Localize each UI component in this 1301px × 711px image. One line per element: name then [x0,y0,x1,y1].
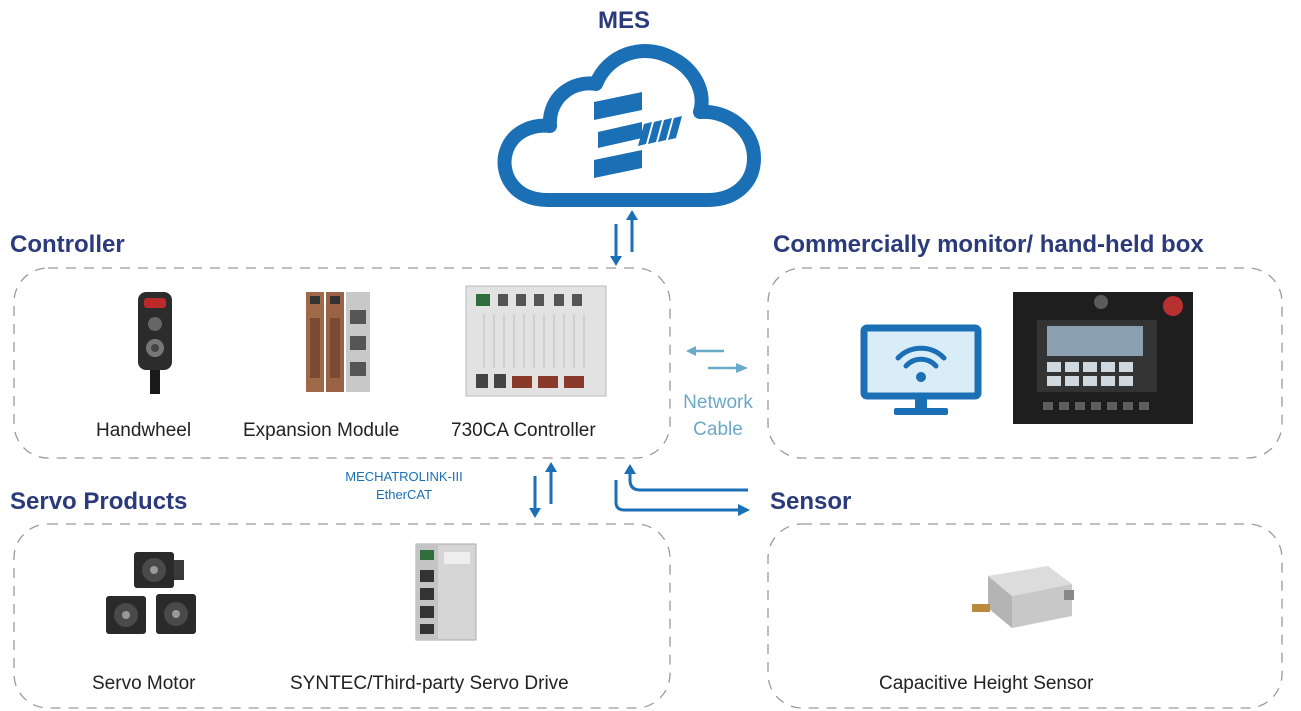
monitor-wifi-icon [860,324,982,415]
handwheel-image [138,292,172,394]
mes-title: MES [598,7,651,34]
protocol-label: MECHATROLINK-III EtherCAT [326,468,482,504]
monitor-panel [767,267,1283,459]
handwheel-label: Handwheel [96,420,192,441]
sensor-panel [767,523,1283,709]
capacitive-height-sensor-image [972,566,1074,628]
expansion-module-label: Expansion Module [243,420,400,441]
controller-730ca-image [465,285,607,397]
protocol-line2: EtherCAT [375,487,433,502]
servo-panel [13,523,671,709]
servo-motor-label: Servo Motor [92,673,196,694]
servo-drive-image [415,543,477,641]
servo-drive-label: SYNTEC/Third-party Servo Drive [290,673,569,694]
controller-title: Controller [10,231,125,258]
network-cable-arrows [686,346,748,373]
cloud-icon [497,44,761,207]
network-cable-line2: Cable [693,419,743,440]
protocol-line1: MECHATROLINK-III [345,469,463,484]
monitor-title: Commercially monitor/ hand-held box [773,231,1204,258]
mes-link-arrows [610,210,638,266]
handheld-box-image [1013,292,1193,424]
servo-motor-image [106,552,196,634]
servo-title: Servo Products [10,488,188,515]
sensor-title: Sensor [770,488,852,515]
network-cable-label: Network Cable [672,389,764,443]
sensor-link-arrows [614,464,750,516]
expansion-module-image [306,292,370,392]
servo-link-arrows [529,462,557,518]
network-cable-line1: Network [683,392,753,413]
controller-730ca-label: 730CA Controller [451,420,596,441]
controller-panel [13,267,671,459]
capacitive-height-sensor-label: Capacitive Height Sensor [879,673,1094,694]
